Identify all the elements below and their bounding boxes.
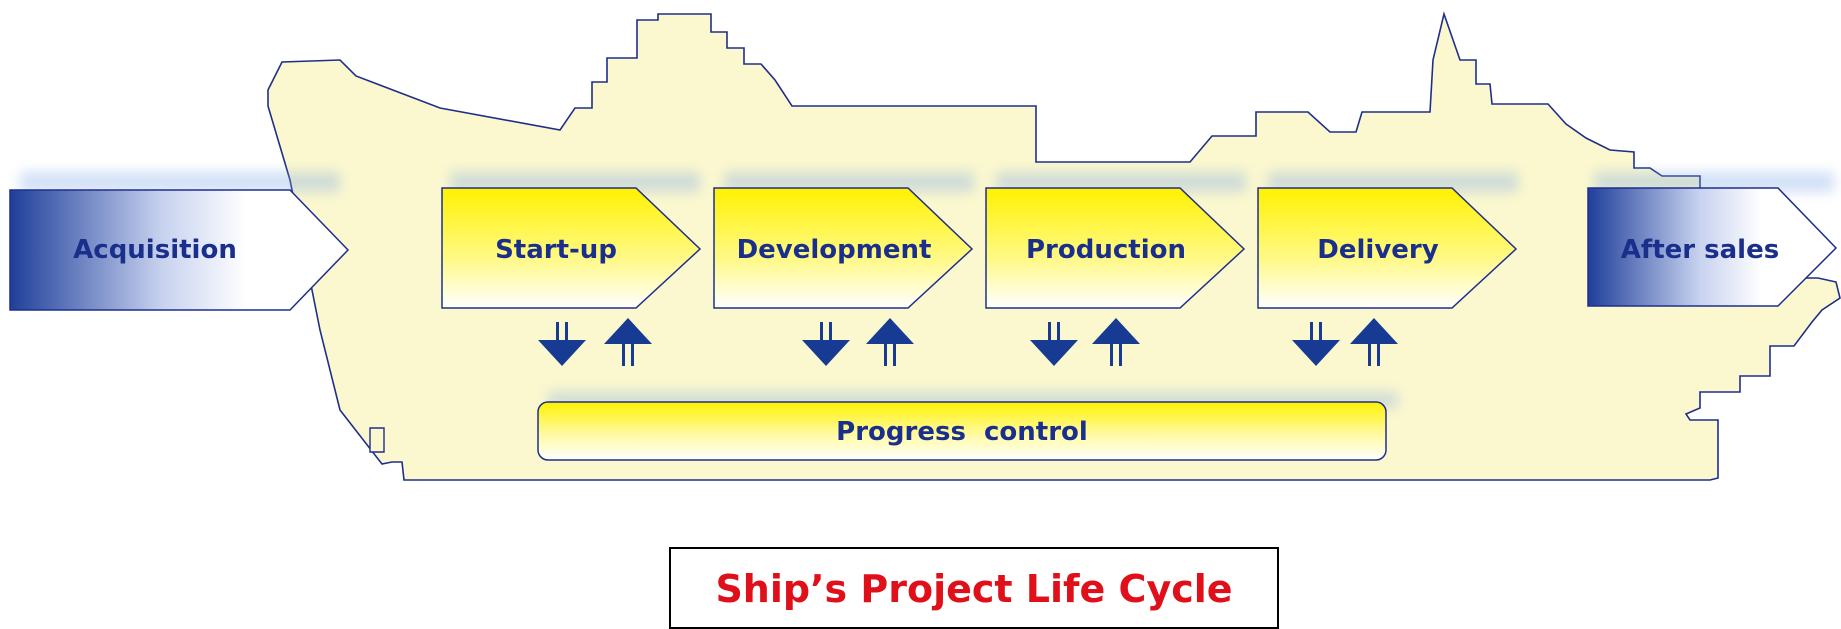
phase-development-label: Development [737,235,932,265]
phase-development: Development [713,187,974,309]
flow-arrows [538,318,1398,366]
down-arrow-icon [1292,322,1340,366]
stage-after-sales: After sales [1587,187,1838,307]
down-arrow-icon [538,322,586,366]
progress-control-bar: Progress control [537,401,1387,461]
stage-acquisition: Acquisition [9,189,350,311]
phase-production: Production [985,187,1246,309]
stage-after-sales-label: After sales [1621,235,1779,265]
up-arrow-icon [1350,318,1398,366]
phase-production-label: Production [1026,235,1186,265]
phase-start-up-label: Start-up [495,235,617,265]
stage-acquisition-label: Acquisition [73,235,237,265]
down-arrow-icon [802,322,850,366]
caption-title: Ship’s Project Life Cycle [715,567,1233,611]
up-arrow-icon [1092,318,1140,366]
phase-delivery: Delivery [1257,187,1518,309]
phase-start-up: Start-up [441,187,702,309]
ship-stern-notch [369,427,385,453]
phase-delivery-label: Delivery [1317,235,1438,265]
down-arrow-icon [1030,322,1078,366]
progress-control-label: Progress control [836,417,1088,447]
up-arrow-icon [604,318,652,366]
caption-box: Ship’s Project Life Cycle [669,547,1279,629]
up-arrow-icon [866,318,914,366]
